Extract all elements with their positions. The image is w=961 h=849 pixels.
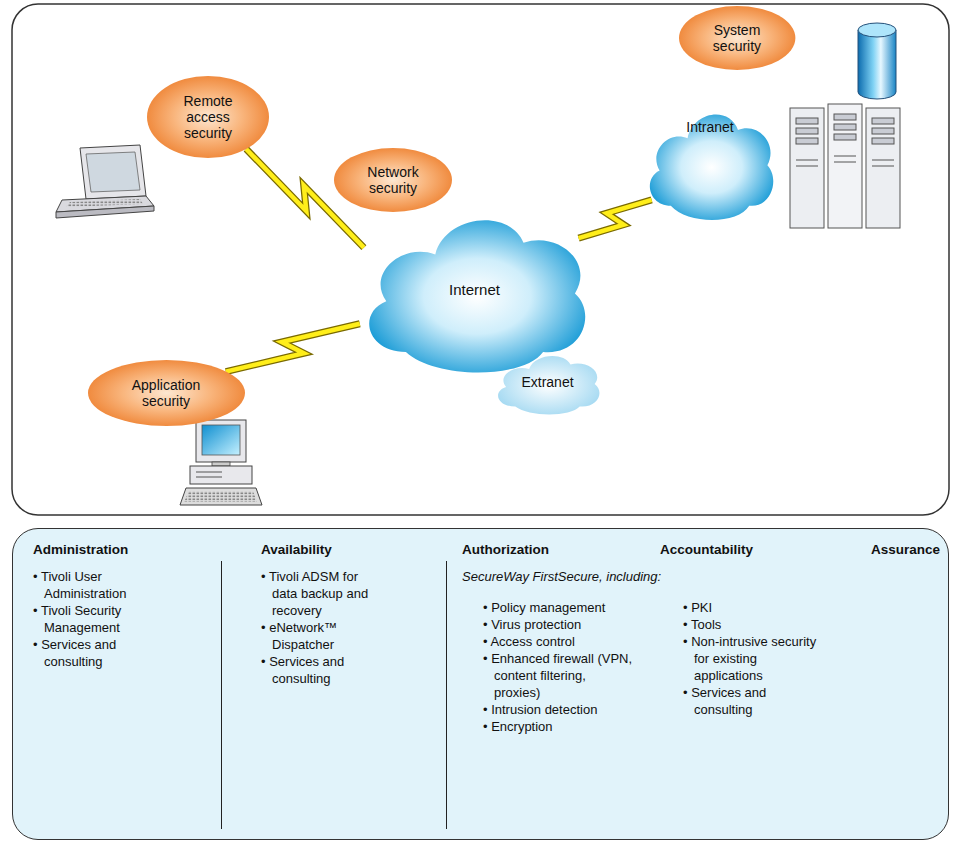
column-heading: Availability [261,541,379,558]
ellipse-fill [679,6,795,70]
ellipse-fill [147,76,269,158]
column-heading: Assurance [871,541,949,558]
bullet-item: • eNetwork™ Dispatcher [261,619,379,653]
bullet-item: SecureWay FirstSecure, including: [462,568,762,585]
bullet-item: • Services and consulting [33,636,155,670]
label-holder: Intranet [640,95,780,230]
network-cloud: Internet [352,192,597,387]
node-label: Application security [116,377,216,409]
lightning-outline [226,324,360,372]
ellipse-fill [88,360,245,426]
network-cloud: Extranet [490,345,605,420]
node-label: Extranet [521,374,573,390]
bullet-item: • PKI [683,599,825,616]
bullet-item: • Non-intrusive security for existing ap… [683,633,825,684]
lightning-outline [579,200,652,238]
network-cloud: Intranet [640,95,780,230]
column-heading: Accountability [660,541,810,558]
label-holder: Internet [352,192,597,387]
bullet-item: • Encryption [483,718,635,735]
server-towers [790,104,900,228]
bullet-item: • Tivoli ADSM for data backup and recove… [261,568,379,619]
text-column: Assurance [871,541,949,568]
node-label: Internet [449,281,500,298]
lightning-bolt [579,200,652,238]
text-column: Administration • Tivoli User Administrati… [33,541,155,670]
bullet-item: • Services and consulting [261,653,379,687]
text-column: Accountability [660,541,810,568]
cloud-fill [498,356,599,414]
cloud-fill [650,115,773,220]
product-panel: Administration • Tivoli User Administrati… [12,528,949,840]
label-holder: Application security [88,360,245,426]
node-label: Network security [357,164,429,196]
label-holder: Remote access security [147,76,269,158]
node-label: Remote access security [172,93,244,141]
column-divider [221,561,222,829]
node-label: Intranet [686,119,733,135]
security-ellipse: Remote access security [147,76,269,158]
security-ellipse: Network security [334,148,452,212]
column-heading: Administration [33,541,155,558]
text-column: Availability • Tivoli ADSM for data backu… [261,541,379,687]
laptop-icon [56,145,154,218]
bullet-item: • Tools [683,616,825,633]
bullet-item: • Policy management [483,599,635,616]
ellipse-fill [334,148,452,212]
node-label: System security [701,22,773,54]
bullet-item: • Virus protection [483,616,635,633]
bullet-item: • Access control [483,633,635,650]
bullet-item: • Tivoli User Administration [33,568,155,602]
text-column: Authorization [462,541,612,568]
top-panel [12,4,949,515]
lightning-bolt [226,324,360,372]
label-holder: Extranet [490,345,605,420]
text-column: SecureWay FirstSecure, including: [462,568,762,585]
bullet-item: • Services and consulting [683,684,825,718]
desktop-icon [180,420,262,505]
database-cylinder [858,23,896,99]
bullet-item: • Intrusion detection [483,701,635,718]
column-heading: Authorization [462,541,612,558]
text-column: • Policy management• Virus protection• A… [483,599,635,735]
lightning-link [579,200,652,238]
text-column: • PKI• Tools• Non-intrusive security for… [683,599,825,718]
lightning-link [226,324,360,372]
cloud-fill [369,220,585,372]
security-ellipse: System security [679,6,795,70]
column-divider [446,561,447,829]
bullet-item: • Tivoli Security Management [33,602,155,636]
label-holder: Network security [334,148,452,212]
label-holder: System security [679,6,795,70]
cloud-shape [640,95,780,230]
bullet-item: • Enhanced firewall (VPN, content filter… [483,650,635,701]
security-ellipse: Application security [88,360,245,426]
